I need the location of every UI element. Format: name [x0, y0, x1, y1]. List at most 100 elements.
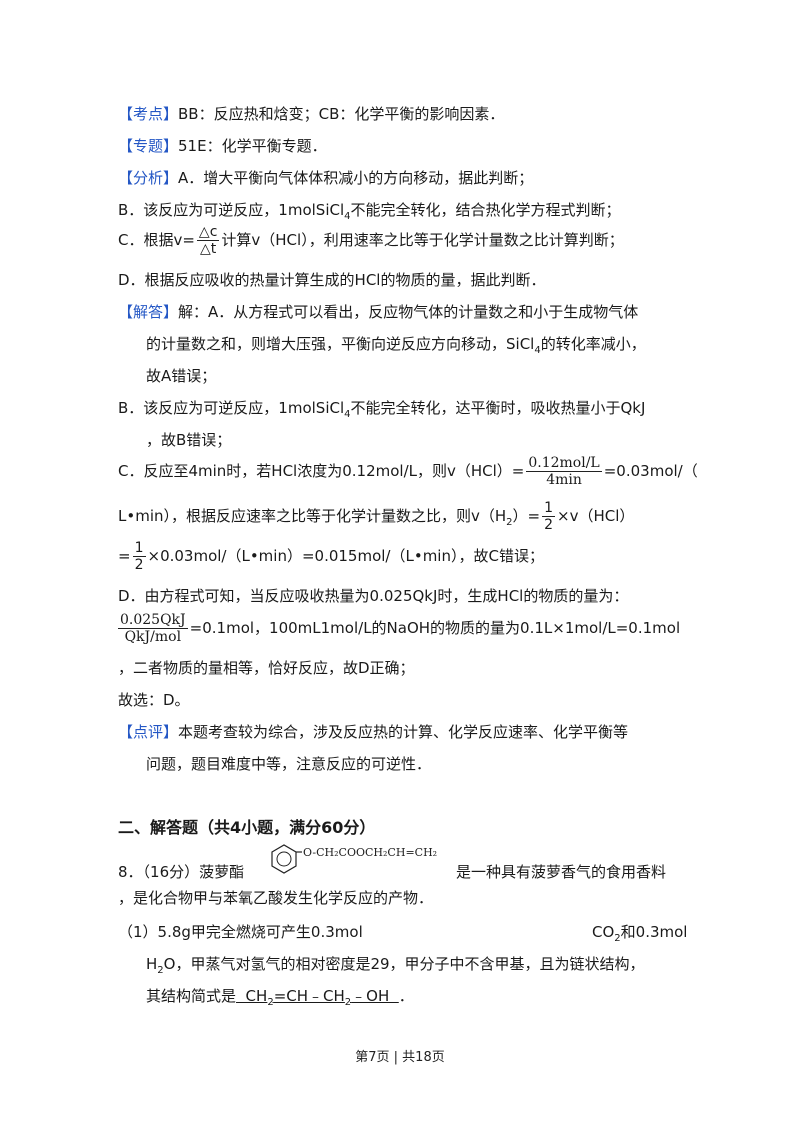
- jieda-d1: D．由方程式可知，当反应吸收热量为0.025QkJ时，生成HCl的物质的量为：: [118, 587, 629, 605]
- jieda-c1-num: 0.12mol/L: [526, 455, 602, 472]
- jieda-c3-den: 2: [134, 557, 144, 573]
- jieda-answer-line: 故选：D。: [118, 690, 190, 710]
- zhuanti-tag: 【专题】: [118, 137, 179, 155]
- fenxi-d: D．根据反应吸收的热量计算生成的HCl的物质的量，据此判断．: [118, 271, 546, 289]
- q8-line-1: 8．（16分）菠萝酯: [118, 862, 244, 882]
- jieda-line-c1: C．反应至4min时，若HCl浓度为0.12mol/L，则v（HCl）=0.12…: [118, 455, 698, 488]
- jieda-d3: ，二者物质的量相等，恰好反应，故D正确；: [118, 659, 415, 677]
- q8-line-1-post: 是一种具有菠萝香气的食用香料: [456, 862, 666, 882]
- jieda-c2-mid: ）=: [512, 507, 541, 525]
- q8-p1-l3-pre: 其结构简式是: [146, 987, 237, 1005]
- jieda-c2-num: 1: [542, 500, 556, 517]
- jieda-d2-den: QkJ/mol: [124, 629, 182, 645]
- jieda-c2-pre: L•min），根据反应速率之比等于化学计量数之比，则v（H: [118, 507, 507, 525]
- q8-pre: 8．（16分）菠萝酯: [118, 863, 245, 881]
- jieda-line-a3: 故A错误；: [146, 366, 216, 386]
- q8-p1-line-1-right: CO2和0.3mol: [592, 922, 687, 949]
- jieda-a1: 解：A．从方程式可以看出，反应物气体的计量数之和小于生成物气体: [178, 303, 639, 321]
- kaodian-text: BB：反应热和焓变；CB：化学平衡的影响因素．: [178, 105, 505, 123]
- structure-label: O-CH₂COOCH₂CH=CH₂: [303, 846, 437, 859]
- fenxi-c-num: △c: [196, 224, 220, 241]
- jieda-b1-pre: B．该反应为可逆反应，1molSiCl: [118, 399, 345, 417]
- jieda-b1-sub: 4: [344, 409, 351, 420]
- q8-p1-right-sub: 2: [614, 933, 621, 944]
- jieda-c2-post: ×v（HCl）: [557, 507, 635, 525]
- fenxi-line-b: B．该反应为可逆反应，1molSiCl4不能完全转化，结合热化学方程式判断；: [118, 200, 621, 227]
- jieda-c2-den: 2: [544, 517, 554, 533]
- q8-p1-l2-sub: 2: [157, 965, 164, 976]
- jieda-tag: 【解答】: [118, 303, 179, 321]
- q8-p1-l2-post: O，甲蒸气对氢气的相对密度是29，甲分子中不含甲基，且为链状结构，: [163, 955, 645, 973]
- jieda-a3: 故A错误；: [146, 367, 217, 385]
- fenxi-b-post: 不能完全转化，结合热化学方程式判断；: [350, 201, 621, 219]
- page-number: 第7页 | 共18页: [355, 1050, 445, 1065]
- jieda-answer: 故选：D。: [118, 691, 190, 709]
- jieda-line-b2: ，故B错误；: [146, 430, 231, 450]
- jieda-line-a2: 的计量数之和，则增大压强，平衡向逆反应方向移动，SiCl4的转化率减小，: [146, 334, 646, 361]
- fenxi-a: A．增大平衡向气体体积减小的方向移动，据此判断；: [178, 169, 534, 187]
- jieda-c3-post: ×0.03mol/（L•min）=0.015mol/（L•min），故C错误；: [147, 547, 544, 565]
- q8-p1-l3-end: ．: [398, 987, 414, 1005]
- q8-post: 是一种具有菠萝香气的食用香料: [456, 863, 667, 881]
- fenxi-c-pre: C．根据v=: [118, 231, 195, 249]
- section-2-title: 二、解答题（共4小题，满分60分）: [118, 818, 376, 837]
- jieda-d2-post: =0.1mol，100mL1mol/L的NaOH的物质的量为0.1L×1mol/…: [189, 619, 681, 637]
- zhuanti-text: 51E：化学平衡专题．: [178, 137, 327, 155]
- q8-l2: ，是化合物甲与苯氧乙酸发生化学反应的产物．: [118, 889, 434, 907]
- kaodian-tag: 【考点】: [118, 105, 179, 123]
- jieda-c3-pre: =: [118, 547, 131, 565]
- q8-p1-right: CO: [592, 923, 615, 941]
- jieda-c1-pre: C．反应至4min时，若HCl浓度为0.12mol/L，则v（HCl）=: [118, 462, 525, 480]
- q8-p1-right-post: 和0.3mol: [620, 923, 688, 941]
- jieda-line-d1: D．由方程式可知，当反应吸收热量为0.025QkJ时，生成HCl的物质的量为：: [118, 586, 628, 606]
- fenxi-c-post: 计算v（HCl），利用速率之比等于化学计量数之比计算判断；: [221, 231, 624, 249]
- jieda-c1-den: 4min: [546, 472, 582, 488]
- q8-p1-line-3: 其结构简式是 CH2=CH﹣CH2﹣OH ．: [146, 986, 414, 1013]
- section-2-heading: 二、解答题（共4小题，满分60分）: [118, 818, 375, 838]
- jieda-a2-post: 的转化率减小，: [540, 335, 646, 353]
- q8-answer-post: ﹣OH: [351, 987, 399, 1005]
- jieda-c1-post: =0.03mol/（: [603, 462, 698, 480]
- fenxi-b-sub: 4: [344, 211, 351, 222]
- q8-p1-line-1: （1）5.8g甲完全燃烧可产生0.3mol: [118, 922, 363, 942]
- zhuanti-line: 【专题】51E：化学平衡专题．: [118, 136, 327, 156]
- q8-answer-sub: 2: [267, 997, 274, 1008]
- jieda-c2-sub: 2: [506, 517, 513, 528]
- kaodian-line: 【考点】BB：反应热和焓变；CB：化学平衡的影响因素．: [118, 104, 504, 124]
- jieda-line-d3: ，二者物质的量相等，恰好反应，故D正确；: [118, 658, 415, 678]
- fenxi-line-d: D．根据反应吸收的热量计算生成的HCl的物质的量，据此判断．: [118, 270, 545, 290]
- dianping-line-2: 问题，题目难度中等，注意反应的可逆性．: [146, 754, 431, 774]
- q8-line-2: ，是化合物甲与苯氧乙酸发生化学反应的产物．: [118, 888, 433, 908]
- q8-answer-sub2: 2: [344, 997, 352, 1008]
- dianping-l2: 问题，题目难度中等，注意反应的可逆性．: [146, 755, 432, 773]
- q8-p1-answer: CH2=CH﹣CH2﹣OH: [236, 987, 399, 1008]
- fenxi-c-den: △t: [200, 241, 217, 257]
- jieda-line-b1: B．该反应为可逆反应，1molSiCl4不能完全转化，达平衡时，吸收热量小于Qk…: [118, 398, 645, 425]
- fenxi-b-pre: B．该反应为可逆反应，1molSiCl: [118, 201, 345, 219]
- jieda-line-a1: 【解答】解：A．从方程式可以看出，反应物气体的计量数之和小于生成物气体: [118, 302, 638, 322]
- q8-answer-mid: =CH﹣CH: [273, 987, 345, 1005]
- benzene-structure-icon: O-CH₂COOCH₂CH=CH₂: [271, 844, 437, 874]
- jieda-d2-num: 0.025QkJ: [118, 612, 188, 629]
- dianping-l1: 本题考查较为综合，涉及反应热的计算、化学反应速率、化学平衡等: [178, 723, 629, 741]
- fenxi-c-fraction: △c△t: [196, 224, 220, 257]
- q8-answer-pre: CH: [236, 987, 268, 1005]
- dianping-line-1: 【点评】本题考查较为综合，涉及反应热的计算、化学反应速率、化学平衡等: [118, 722, 628, 742]
- q8-p1-line-2: H2O，甲蒸气对氢气的相对密度是29，甲分子中不含甲基，且为链状结构，: [146, 954, 645, 981]
- jieda-a2-sub: 4: [534, 345, 541, 356]
- jieda-b2: ，故B错误；: [146, 431, 232, 449]
- jieda-c3-num: 1: [132, 540, 146, 557]
- page-footer: 第7页 | 共18页: [0, 1046, 800, 1065]
- dianping-tag: 【点评】: [118, 723, 179, 741]
- jieda-a2-pre: 的计量数之和，则增大压强，平衡向逆反应方向移动，SiCl: [146, 335, 535, 353]
- jieda-b1-post: 不能完全转化，达平衡时，吸收热量小于QkJ: [350, 399, 646, 417]
- q8-p1-l2-pre: H: [146, 955, 158, 973]
- fenxi-line-a: 【分析】A．增大平衡向气体体积减小的方向移动，据此判断；: [118, 168, 533, 188]
